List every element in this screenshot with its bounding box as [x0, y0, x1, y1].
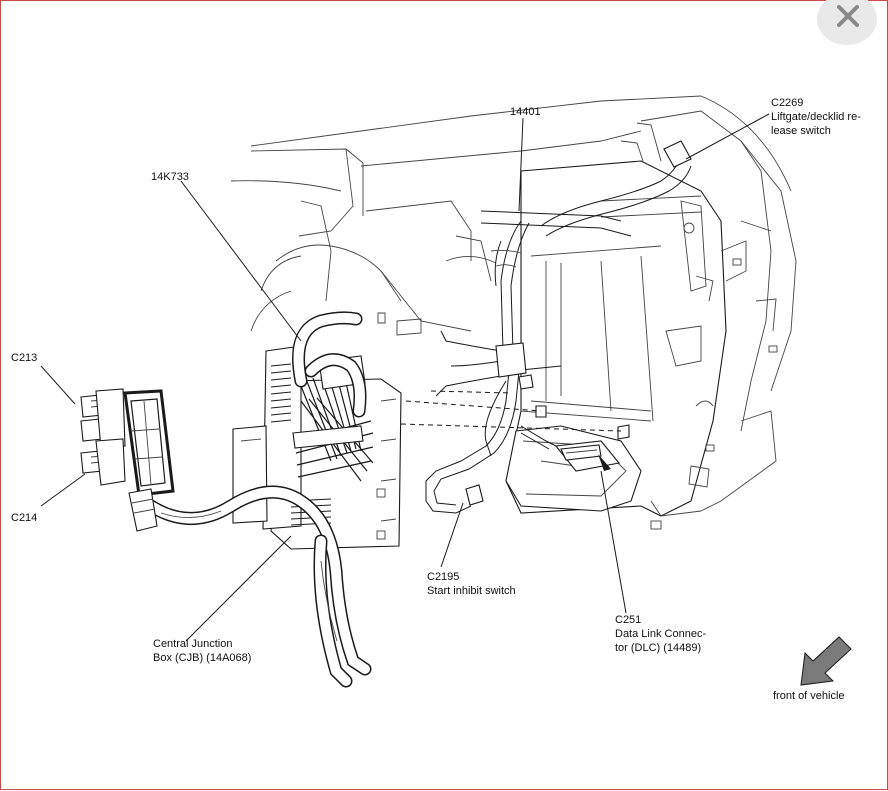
- label-c251-desc-1: Data Link Connec-: [615, 628, 707, 640]
- harness-14k733: [144, 311, 372, 688]
- label-cjb-line-2: Box (CJB) (14A068): [153, 652, 252, 664]
- label-c2269-desc-1: Liftgate/decklid re-: [771, 111, 861, 123]
- label-c2195-id: C2195: [427, 571, 460, 583]
- c213-c214-connectors: [80, 388, 175, 532]
- label-harness-14k733: 14K733: [151, 171, 189, 183]
- label-c2269: C2269 Liftgate/decklid re- lease switch: [771, 96, 861, 138]
- label-c251-id: C251: [615, 614, 642, 626]
- label-cjb-line-1: Central Junction: [153, 638, 233, 650]
- label-harness-14401: 14401: [510, 106, 541, 118]
- label-c251: C251 Data Link Connec- tor (DLC) (14489): [615, 613, 706, 655]
- instrument-panel-outline: [230, 95, 797, 432]
- label-c214: C214: [11, 512, 38, 524]
- alignment-lines: [400, 390, 622, 432]
- label-cjb: Central Junction Box (CJB) (14A068): [153, 637, 251, 665]
- front-arrow-icon: [800, 636, 852, 686]
- label-c213: C213: [11, 352, 38, 364]
- dlc-connector: [520, 425, 621, 472]
- label-c2269-desc-2: lease switch: [771, 125, 831, 137]
- label-c2269-id: C2269: [771, 97, 804, 109]
- leader-lines: [40, 113, 770, 642]
- label-c2195-desc: Start inhibit switch: [427, 585, 516, 597]
- harness-14401: [425, 140, 692, 514]
- label-c251-desc-2: tor (DLC) (14489): [615, 642, 702, 654]
- label-c2195: C2195 Start inhibit switch: [427, 570, 516, 598]
- label-front-of-vehicle: front of vehicle: [773, 690, 845, 702]
